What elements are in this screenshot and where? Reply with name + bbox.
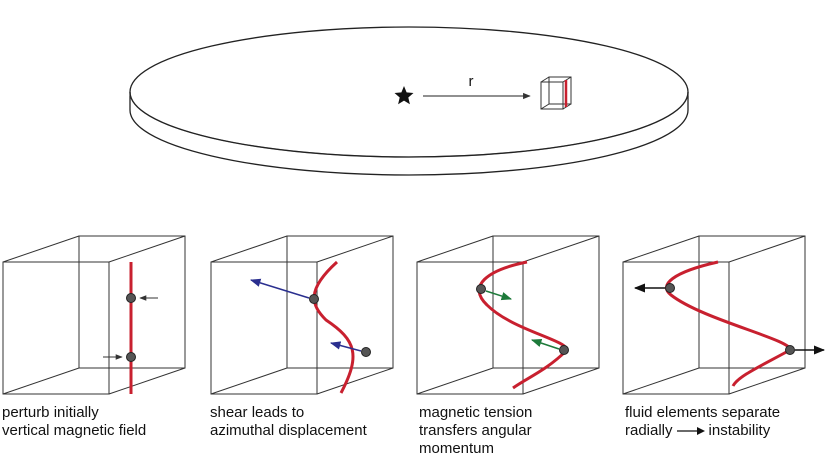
- panel-4-field-line: [665, 260, 792, 387]
- disk-rim: [129, 92, 689, 176]
- panel-2-field-line: [312, 260, 355, 394]
- panel-3-caption: magnetic tension transfers angular momen…: [419, 404, 532, 458]
- panel-2-shear-arrow-bottom: [329, 341, 362, 352]
- panel-3-tension-arrow-bottom: [531, 339, 560, 350]
- panel-1-caption-line-2: vertical magnetic field: [2, 422, 147, 439]
- panel-2-fluid-element-bottom: [361, 347, 371, 357]
- panel-3-fluid-element-bottom: [559, 345, 569, 355]
- panel-2-shear-arrow-top: [249, 278, 310, 299]
- right-arrow-icon: [676, 427, 705, 436]
- small-cube: [540, 76, 572, 110]
- panel-4-fluid-element-right: [785, 345, 795, 355]
- panel-2-fluid-element-top: [309, 294, 319, 304]
- disk-top-surface: [129, 26, 689, 158]
- star-icon: [394, 86, 414, 105]
- panel-1-caption-line-1: perturb initially: [2, 404, 99, 421]
- panel-1-fluid-element-bottom: [126, 352, 136, 362]
- panel-3-tension-arrow-top: [485, 290, 513, 301]
- panel-3: [416, 235, 600, 395]
- accretion-disk: [129, 26, 689, 176]
- panel-2-caption-line-2: azimuthal displacement: [210, 422, 367, 439]
- panel-4-caption-instability: instability: [708, 422, 771, 439]
- panel-4-fluid-element-left: [665, 283, 675, 293]
- panel-3-box: [416, 235, 600, 395]
- panel-4-caption-line-1: fluid elements separate: [625, 404, 781, 421]
- panel-1-caption: perturb initially vertical magnetic fiel…: [2, 404, 146, 440]
- panel-3-field-line: [477, 260, 569, 390]
- panel-2-caption: shear leads to azimuthal displacement: [210, 404, 367, 440]
- panel-1-fluid-element-top: [126, 293, 136, 303]
- panel-4: [622, 235, 826, 395]
- radius-label: r: [469, 73, 474, 90]
- panel-4-caption: fluid elements separate radially instabil…: [625, 404, 780, 440]
- panel-2: [210, 235, 394, 395]
- panel-1: [2, 235, 186, 395]
- panel-2-box: [210, 235, 394, 395]
- panel-3-fluid-element-top: [476, 284, 486, 294]
- panel-3-caption-line-2: transfers angular: [419, 422, 532, 439]
- panel-3-caption-line-3: momentum: [419, 440, 495, 457]
- panel-4-box: [622, 235, 806, 395]
- panel-1-box: [2, 235, 186, 395]
- panel-2-caption-line-1: shear leads to: [210, 404, 305, 421]
- panel-3-caption-line-1: magnetic tension: [419, 404, 533, 421]
- panel-4-caption-line-2: radially instability: [625, 422, 780, 440]
- panel-4-caption-radially: radially: [625, 422, 673, 439]
